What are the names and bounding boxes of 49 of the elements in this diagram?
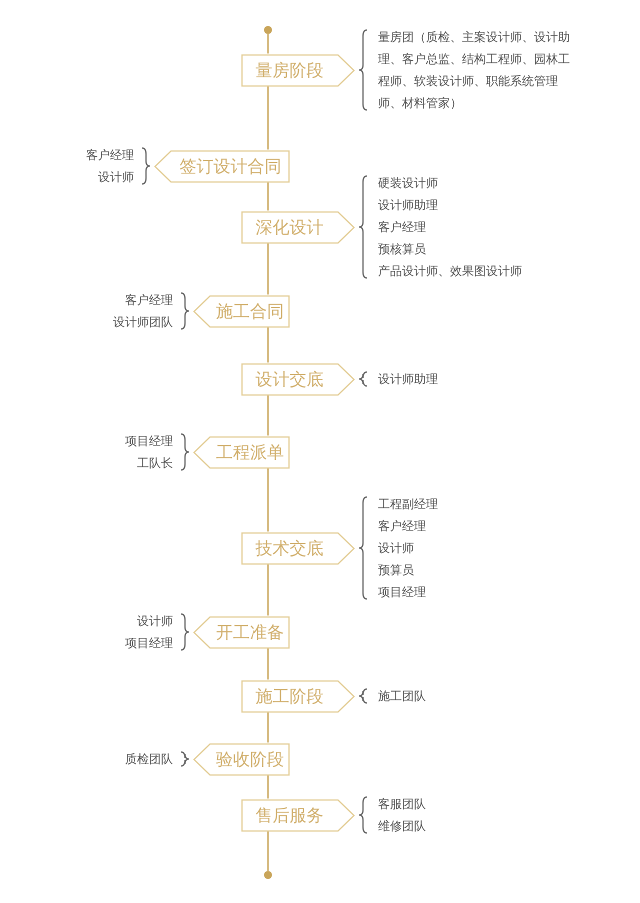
- connector-line: [267, 244, 269, 294]
- role-text: 工程副经理: [378, 496, 438, 513]
- connector-line: [267, 34, 269, 54]
- role-text: 客户经理: [378, 518, 427, 535]
- role-text: 设计师: [378, 540, 415, 557]
- pentagon-box: 开工准备: [193, 616, 290, 648]
- end-dot: [264, 26, 272, 34]
- role-text: 项目经理: [125, 635, 173, 652]
- pentagon-box: 量房阶段: [241, 54, 355, 86]
- role-text: 预核算员: [378, 241, 427, 258]
- connector-line: [267, 712, 269, 742]
- role-text: 客户经理: [378, 219, 427, 236]
- role-text: 设计师团队: [113, 314, 173, 331]
- role-text: 设计师助理: [378, 371, 438, 388]
- end-dot: [264, 871, 272, 879]
- role-text: 客服团队: [378, 796, 426, 813]
- role-text: 项目经理: [125, 433, 173, 450]
- role-text: 预算员: [378, 562, 415, 579]
- role-text: 维修团队: [378, 818, 426, 835]
- connector-line: [267, 396, 269, 436]
- role-text: 工队长: [136, 455, 173, 472]
- role-text: 设计师助理: [378, 197, 439, 214]
- pentagon-box: 施工阶段: [241, 680, 355, 712]
- connector-line: [267, 832, 269, 871]
- pentagon-box: 深化设计: [241, 210, 355, 244]
- role-text: 项目经理: [378, 584, 427, 601]
- connector-line: [267, 564, 269, 616]
- role-text: 产品设计师、效果图设计师: [378, 263, 522, 280]
- role-text: 设计师: [97, 169, 134, 186]
- pentagon-box: 设计交底: [241, 362, 355, 396]
- pentagon-box: 工程派单: [193, 436, 290, 468]
- connector-line: [267, 648, 269, 680]
- connector-line: [267, 86, 269, 150]
- pentagon-box: 签订设计合同: [154, 150, 290, 182]
- connector-line: [267, 328, 269, 362]
- pentagon-box: 技术交底: [241, 532, 355, 564]
- connector-line: [267, 468, 269, 532]
- connector-line: [267, 182, 269, 210]
- role-text: 设计师: [136, 613, 173, 630]
- pentagon-box: 施工合同: [193, 294, 290, 328]
- role-text: 客户经理: [86, 147, 134, 164]
- role-text: 质检团队: [125, 751, 173, 768]
- role-text: 施工团队: [378, 688, 426, 705]
- role-text: 客户经理: [124, 292, 173, 309]
- pentagon-box: 验收阶段: [193, 742, 290, 776]
- connector-line: [267, 776, 269, 798]
- role-text: 量房团（质检、主案设计师、设计助理、客户总监、结构工程师、园林工程师、软装设计师、职能系统管理师、材料管家）: [378, 29, 571, 112]
- pentagon-box: 售后服务: [241, 798, 355, 832]
- role-text: 硬装设计师: [378, 175, 439, 192]
